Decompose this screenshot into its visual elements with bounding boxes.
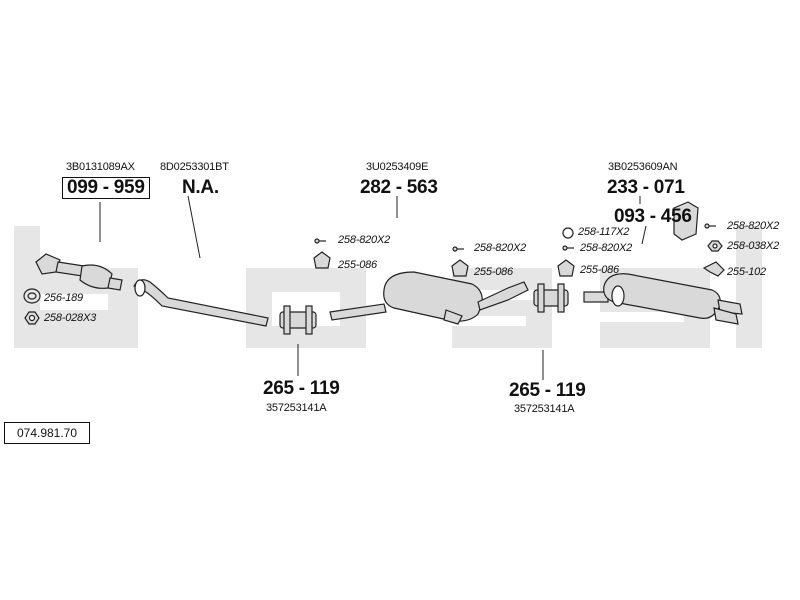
gasket-icon	[23, 288, 41, 304]
rubber-c-part-number: 255-086	[580, 264, 619, 276]
bolt-icon-b	[452, 246, 464, 252]
leader-intermediate-pipe	[187, 195, 201, 259]
bolt-c-part-number: 258-820X2	[580, 242, 633, 254]
intermediate-pipe-part-number: N.A.	[182, 177, 219, 198]
nut-icon	[707, 240, 723, 252]
front-pipe-oem: 3B0131089AX	[66, 161, 135, 173]
rubber-mount-icon-b	[451, 259, 469, 277]
front-pipe-part-number: 099 - 959	[62, 177, 150, 199]
rubber-a-part-number: 255-086	[338, 259, 377, 271]
heat-shield-icon	[673, 201, 699, 241]
front-pipe-catalyst	[35, 253, 123, 291]
clamp-left-icon	[279, 305, 317, 335]
bolt-icon-d	[704, 223, 716, 229]
centre-silencer	[329, 271, 529, 325]
rear-silencer	[583, 273, 743, 325]
centre-silencer-part-number: 282 - 563	[360, 177, 438, 198]
bolt-icon-a	[314, 238, 326, 244]
diagram-id: 074.981.70	[4, 422, 90, 444]
rubber-mount-icon-a	[313, 251, 331, 269]
clamp-left-oem: 357253141A	[266, 402, 327, 414]
clamp-right-oem: 357253141A	[514, 403, 575, 415]
intermediate-pipe-oem: 8D0253301BT	[160, 161, 229, 173]
bolt-b-part-number: 258-820X2	[474, 242, 527, 254]
centre-silencer-oem: 3U0253409E	[366, 161, 429, 173]
gasket-part-number: 256-189	[44, 292, 83, 304]
leader-heat-shield	[641, 225, 647, 245]
rubber-mount-icon-c	[557, 259, 575, 277]
bolt-icon-c	[562, 245, 574, 251]
rear-silencer-part-number: 233 - 071	[607, 177, 685, 198]
ring-part-number: 258-117X2	[578, 226, 630, 238]
intermediate-pipe	[133, 279, 269, 327]
rear-silencer-oem: 3B0253609AN	[608, 161, 678, 173]
bolt-nut-icon	[24, 311, 40, 325]
ring-icon	[562, 227, 574, 239]
rubber-b-part-number: 255-086	[474, 266, 513, 278]
heat-shield-part-number: 093 - 456	[614, 206, 692, 227]
clamp-right-part-number: 265 - 119	[509, 380, 586, 401]
clamp-right-icon	[533, 283, 569, 313]
hanger-part-number: 255-102	[727, 266, 766, 278]
clamp-left-part-number: 265 - 119	[263, 378, 340, 399]
hanger-icon	[702, 261, 725, 277]
nut-part-number: 258-038X2	[727, 240, 780, 252]
bolt-a-part-number: 258-820X2	[338, 234, 391, 246]
bolts-part-number: 258-028X3	[44, 312, 97, 324]
bolt-d-part-number: 258-820X2	[727, 220, 780, 232]
